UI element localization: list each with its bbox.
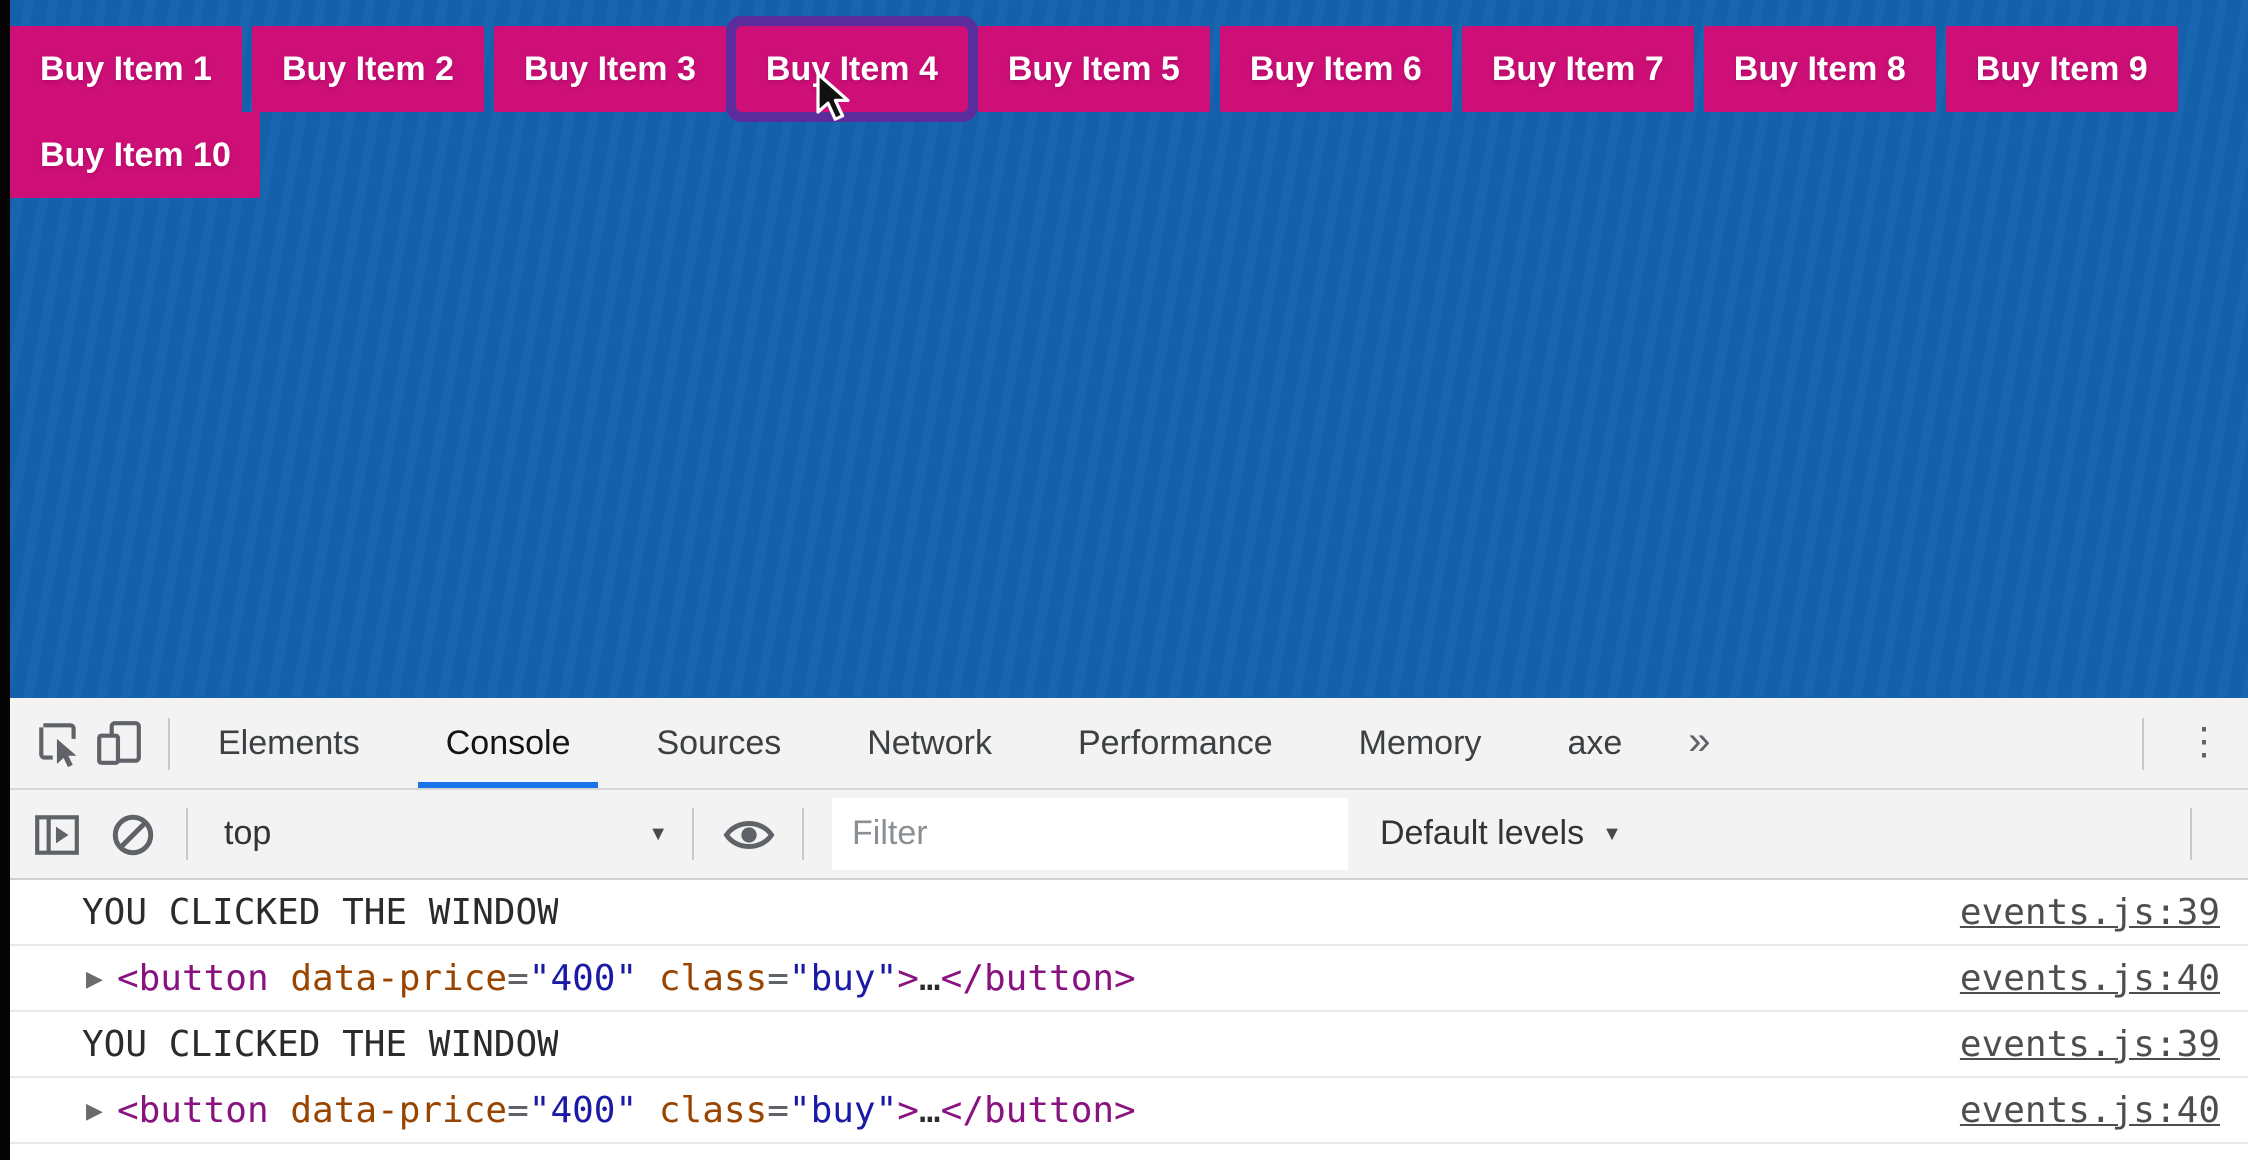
devtools-panel: Elements Console Sources Network Performance… [0,698,2248,1160]
chevron-double-right-icon: » [1688,720,1711,764]
tab-performance[interactable]: Performance [1077,723,1273,761]
devtools-tabs: Elements Console Sources Network Performance… [186,698,1676,788]
syntax-token-tag: <button [116,957,291,999]
console-log-message: YOU CLICKED THE WINDOW [82,1023,559,1065]
syntax-token-punct: = [767,957,789,999]
screen-edge-letterbox [0,0,10,1160]
syntax-token-punct: = [507,957,529,999]
syntax-token-punct: = [767,1089,789,1131]
toolbar-divider [802,808,804,860]
buy-item-button[interactable]: Buy Item 1 [10,26,242,112]
js-context-selector[interactable]: top ▼ [212,814,668,854]
context-selected-label: top [224,814,272,852]
chevron-down-icon: ▼ [1602,823,1622,845]
clear-console-icon [111,813,153,855]
tab-network[interactable]: Network [867,723,992,761]
console-log-row: YOU CLICKED THE WINDOW events.js:39 [0,880,2248,946]
inspect-element-button[interactable] [28,707,88,779]
syntax-token-val: "buy" [788,957,898,999]
tabbar-divider [168,717,170,769]
syntax-token-val: "buy" [788,1089,898,1131]
devtools-tabbar: Elements Console Sources Network Performance… [0,698,2248,790]
syntax-token-plain: … [918,1089,941,1131]
console-source-link[interactable]: events.js:39 [1959,1023,2220,1065]
console-log-row: ▶ <button data-price="400" class="buy">…… [0,946,2248,1012]
console-log-message: YOU CLICKED THE WINDOW [82,891,559,933]
more-tabs-button[interactable]: » [1676,720,1722,766]
tab-console[interactable]: Console [414,698,603,788]
console-log-row: YOU CLICKED THE WINDOW events.js:39 [0,1012,2248,1078]
inspect-cursor-icon [38,723,76,768]
devtools-menu-button[interactable]: ⋮ [2160,720,2248,766]
syntax-token-punct: = [507,1089,529,1131]
tab-axe[interactable]: axe [1567,723,1623,761]
syntax-token-tag: </button> [940,957,1136,999]
console-source-link[interactable]: events.js:40 [1959,957,2220,999]
console-log-message: <button data-price="400" class="buy">…</… [117,1089,1136,1131]
syntax-token-attr: class [658,1089,768,1131]
syntax-token-tag: <button [116,1089,291,1131]
sidebar-play-icon [34,814,78,854]
tab-memory[interactable]: Memory [1358,723,1482,761]
clear-console-button[interactable] [102,798,162,870]
syntax-token-val: "400" [528,1089,638,1131]
syntax-token-plain [637,1089,659,1131]
buy-item-button[interactable]: Buy Item 10 [10,112,261,198]
log-levels-label: Default levels [1380,814,1585,852]
tab-sources[interactable]: Sources [656,723,782,761]
toggle-device-toolbar-button[interactable] [88,707,148,779]
device-toolbar-icon [96,721,140,765]
console-messages: YOU CLICKED THE WINDOW events.js:39 ▶ <b… [0,880,2248,1144]
buy-item-button[interactable]: Buy Item 9 [1945,26,2178,112]
buy-item-button[interactable]: Buy Item 8 [1703,26,1936,112]
expand-triangle-icon[interactable]: ▶ [86,965,103,991]
kebab-menu-icon: ⋮ [2185,722,2223,764]
syntax-token-attr: class [658,957,768,999]
syntax-token-attr: data-price [290,957,508,999]
syntax-token-plain: … [918,957,941,999]
live-expression-button[interactable] [718,798,778,870]
syntax-token-plain [637,957,659,999]
chevron-down-icon: ▼ [648,823,668,845]
tab-elements[interactable]: Elements [218,723,360,761]
console-log-message: <button data-price="400" class="buy">…</… [117,957,1136,999]
console-source-link[interactable]: events.js:39 [1959,891,2220,933]
console-source-link[interactable]: events.js:40 [1959,1089,2220,1131]
eye-icon [722,820,774,848]
log-levels-dropdown[interactable]: Default levels ▼ [1380,814,1622,854]
buy-item-button[interactable]: Buy Item 6 [1219,26,1452,112]
buy-item-button[interactable]: Buy Item 5 [977,26,1210,112]
console-sidebar-toggle-button[interactable] [26,798,86,870]
buy-item-button[interactable]: Buy Item 7 [1461,26,1694,112]
syntax-token-tag: > [897,957,919,999]
toolbar-divider [186,808,188,860]
syntax-token-tag: > [897,1089,919,1131]
syntax-token-val: "400" [528,957,638,999]
syntax-token-attr: data-price [290,1089,508,1131]
syntax-token-tag: </button> [940,1089,1136,1131]
expand-triangle-icon[interactable]: ▶ [86,1097,103,1123]
buy-item-button[interactable]: Buy Item 4 [735,26,968,112]
console-filter-input[interactable] [832,798,1348,870]
toolbar-divider [692,808,694,860]
buy-item-button[interactable]: Buy Item 3 [493,26,726,112]
tabbar-right-divider [2142,717,2144,769]
console-log-row: ▶ <button data-price="400" class="buy">…… [0,1078,2248,1144]
console-toolbar: top ▼ Default levels ▼ [0,790,2248,880]
toolbar-right-divider [2190,808,2192,860]
buy-item-button[interactable]: Buy Item 2 [251,26,484,112]
